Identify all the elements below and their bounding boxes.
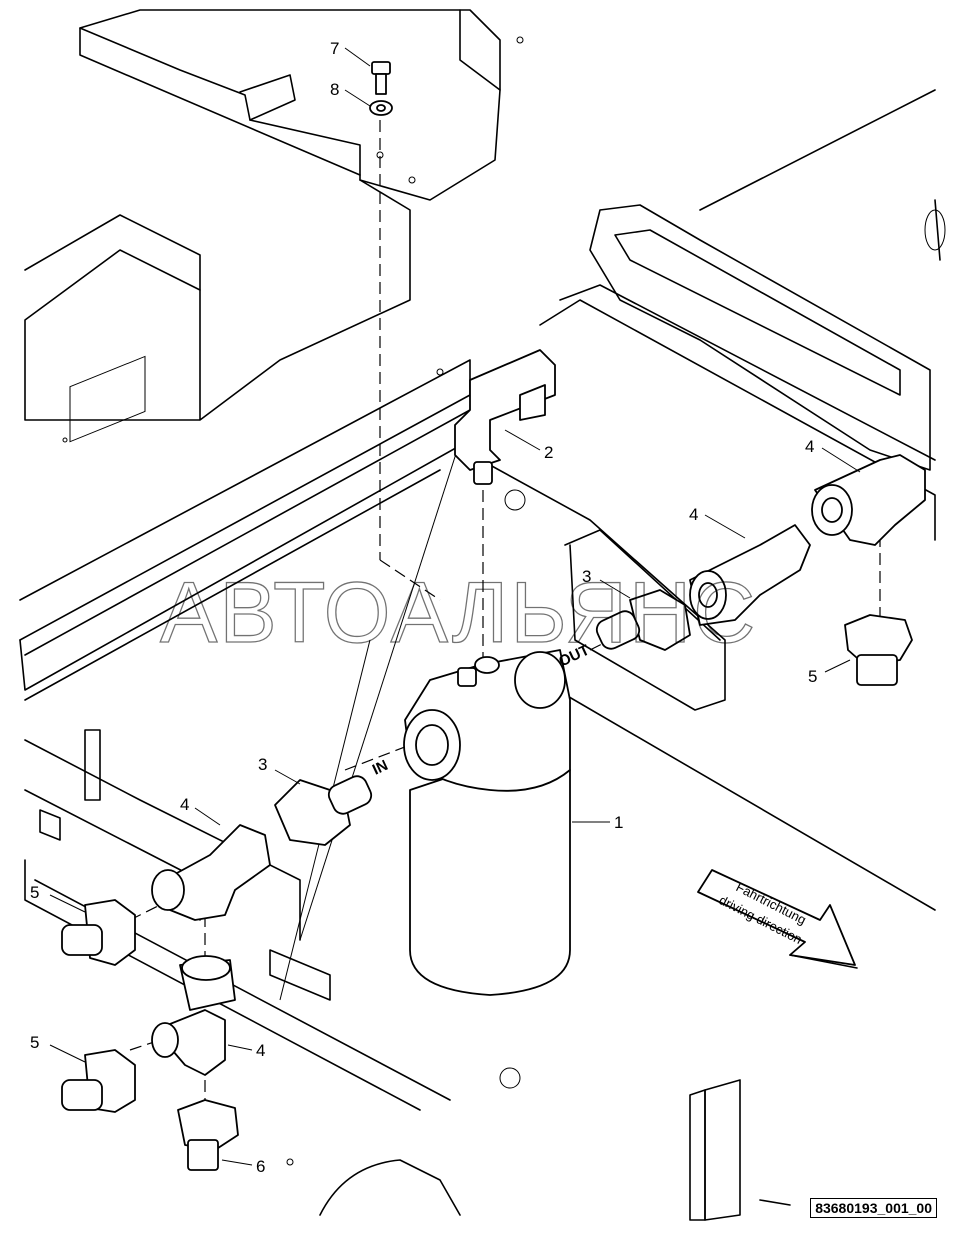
part-7-bolt — [371, 61, 391, 95]
part-6-plug — [177, 1099, 239, 1171]
callout-4-mid: 4 — [689, 505, 698, 524]
callout-6: 6 — [256, 1157, 265, 1176]
part-1-filter — [403, 649, 571, 996]
part-8-washer — [369, 100, 393, 116]
callout-5-right: 5 — [808, 667, 817, 686]
part-4-tee-upper-left — [151, 824, 271, 921]
callout-7: 7 — [330, 39, 339, 58]
callouts: 7 8 2 3 3 4 4 4 4 5 5 5 6 1 — [30, 39, 861, 1176]
part-4-tee-lower-left — [151, 955, 236, 1076]
callout-4-lower-left: 4 — [256, 1041, 265, 1060]
flow-in-label: IN — [370, 757, 391, 779]
callout-3-out: 3 — [582, 567, 591, 586]
callout-2: 2 — [544, 443, 553, 462]
part-3-nipple-in — [274, 775, 373, 846]
part-4-tee-right — [811, 454, 926, 546]
callout-1: 1 — [614, 813, 623, 832]
part-2-bracket — [454, 349, 556, 485]
part-5-plug-right — [844, 614, 913, 686]
drawing-number-label: 83680193_001_00 — [810, 1198, 937, 1218]
callout-5-lower-left: 5 — [30, 1033, 39, 1052]
callout-8: 8 — [330, 80, 339, 99]
callout-3-in: 3 — [258, 755, 267, 774]
part-5-plug-upper-left — [61, 899, 136, 966]
part-5-plug-lower-left — [61, 1049, 136, 1113]
part-3-nipple-out — [595, 589, 691, 651]
callout-4-right: 4 — [805, 437, 814, 456]
callout-5-upper-left: 5 — [30, 883, 39, 902]
watermark: АВТОАЛЬЯНС — [160, 565, 757, 661]
driving-direction-arrow: Fahrtrichtung driving direction — [697, 869, 858, 969]
callout-4-upper-left: 4 — [180, 795, 189, 814]
part-4-tee-mid — [689, 524, 811, 626]
